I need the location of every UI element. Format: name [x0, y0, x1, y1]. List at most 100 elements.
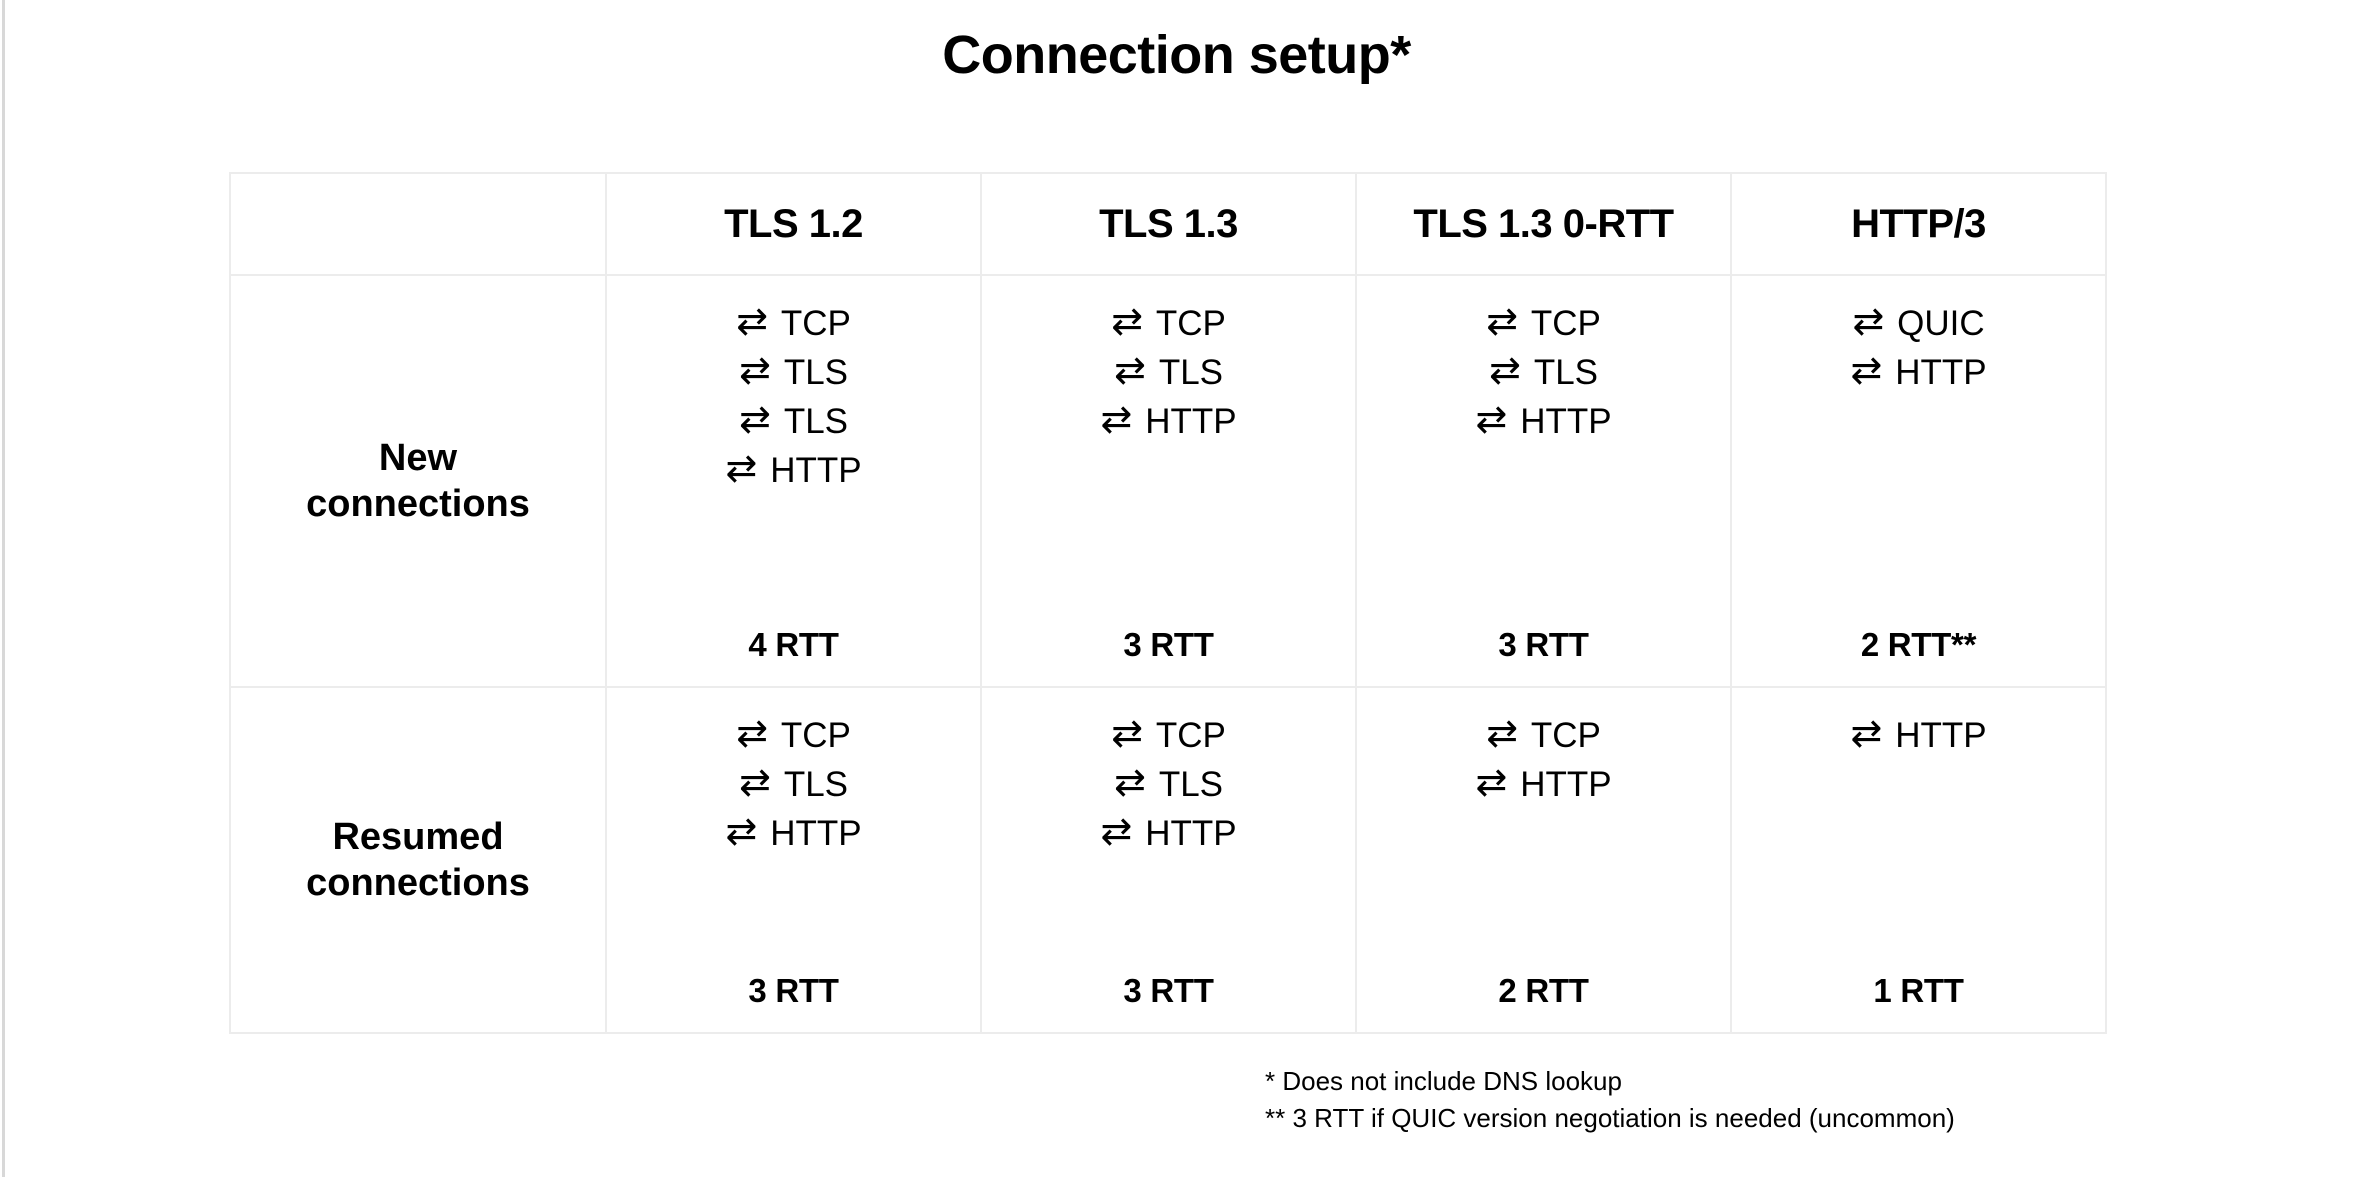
- column-header-tls13: TLS 1.3: [980, 172, 1357, 276]
- bidirectional-arrow-icon: ⇄: [1850, 348, 1883, 392]
- rtt-value: 3 RTT: [1123, 972, 1214, 1009]
- step-label: QUIC: [1897, 303, 1985, 343]
- step-item: ⇄ TLS: [1488, 348, 1599, 392]
- column-header-tls13-0rtt: TLS 1.3 0-RTT: [1355, 172, 1732, 276]
- bidirectional-arrow-icon: ⇄: [1111, 711, 1143, 755]
- cell-new-tls13: ⇄ TCP ⇄ TLS ⇄ HTTP 3: [980, 274, 1357, 688]
- step-list: ⇄ TCP ⇄ HTTP: [1475, 711, 1612, 804]
- connection-setup-table: TLS 1.2 TLS 1.3 TLS 1.3 0-RTT HTTP/3 New…: [229, 172, 2107, 1034]
- footnotes: * Does not include DNS lookup ** 3 RTT i…: [1265, 1063, 1955, 1137]
- step-item: ⇄ TCP: [736, 299, 851, 343]
- step-label: TLS: [783, 352, 849, 392]
- step-item: ⇄ TLS: [1113, 348, 1224, 392]
- rtt-value: 4 RTT: [748, 626, 839, 663]
- step-label: HTTP: [1895, 352, 1987, 392]
- step-item: ⇄ TLS: [738, 348, 849, 392]
- cell-resumed-tls13-0rtt: ⇄ TCP ⇄ HTTP 2 RTT: [1355, 686, 1732, 1034]
- step-list: ⇄ TCP ⇄ TLS ⇄ HTTP: [725, 711, 862, 853]
- step-item: ⇄ HTTP: [725, 809, 862, 853]
- bidirectional-arrow-icon: ⇄: [1111, 299, 1143, 343]
- step-label: HTTP: [1145, 813, 1237, 853]
- footnote-dns-lookup: * Does not include DNS lookup: [1265, 1066, 1622, 1096]
- step-label: HTTP: [1520, 401, 1612, 441]
- cell-new-tls13-0rtt: ⇄ TCP ⇄ TLS ⇄ HTTP 3: [1355, 274, 1732, 688]
- row-label-line2: connections: [306, 483, 530, 525]
- step-label: HTTP: [1145, 401, 1237, 441]
- rtt-value: 2 RTT: [1498, 972, 1589, 1009]
- bidirectional-arrow-icon: ⇄: [738, 348, 771, 392]
- step-label: TCP: [780, 715, 851, 755]
- rtt-value: 1 RTT: [1873, 972, 1964, 1009]
- step-item: ⇄ HTTP: [1100, 809, 1237, 853]
- step-label: TLS: [1533, 352, 1599, 392]
- step-item: ⇄ HTTP: [1475, 397, 1612, 441]
- step-label: TCP: [1155, 715, 1226, 755]
- step-list: ⇄ TCP ⇄ TLS ⇄ HTTP: [1100, 299, 1237, 441]
- step-list: ⇄ TCP ⇄ TLS ⇄ HTTP: [1100, 711, 1237, 853]
- step-item: ⇄ TCP: [1111, 299, 1226, 343]
- step-label: TLS: [1158, 764, 1224, 804]
- step-item: ⇄ TCP: [736, 711, 851, 755]
- cell-resumed-tls12: ⇄ TCP ⇄ TLS ⇄ HTTP 3: [605, 686, 982, 1034]
- bidirectional-arrow-icon: ⇄: [1113, 348, 1146, 392]
- page-edge-rule: [2, 0, 5, 1177]
- rtt-value: 2 RTT**: [1860, 626, 1977, 663]
- step-label: TCP: [1530, 303, 1601, 343]
- step-list: ⇄ HTTP: [1850, 711, 1986, 755]
- table-row-resumed-connections: Resumed connections ⇄ TCP ⇄ TLS: [229, 686, 2107, 1034]
- step-item: ⇄ TLS: [738, 760, 848, 804]
- bidirectional-arrow-icon: ⇄: [736, 711, 768, 755]
- table-header-row: TLS 1.2 TLS 1.3 TLS 1.3 0-RTT HTTP/3: [229, 172, 2107, 276]
- page-title: Connection setup*: [942, 25, 1411, 85]
- row-label-line1: New: [378, 436, 458, 479]
- bidirectional-arrow-icon: ⇄: [738, 397, 771, 441]
- row-label-line1: Resumed: [332, 815, 504, 858]
- bidirectional-arrow-icon: ⇄: [1852, 299, 1885, 343]
- bidirectional-arrow-icon: ⇄: [725, 809, 758, 853]
- bidirectional-arrow-icon: ⇄: [1486, 711, 1518, 755]
- bidirectional-arrow-icon: ⇄: [1850, 711, 1883, 755]
- bidirectional-arrow-icon: ⇄: [1488, 348, 1521, 392]
- column-header-tls12: TLS 1.2: [605, 172, 982, 276]
- step-label: TCP: [1530, 715, 1601, 755]
- step-item: ⇄ TCP: [1486, 711, 1601, 755]
- step-label: HTTP: [770, 450, 862, 490]
- rtt-value: 3 RTT: [748, 972, 839, 1009]
- table-row-new-connections: New connections ⇄ TCP ⇄ TLS: [229, 274, 2107, 688]
- row-label-resumed-connections: Resumed connections: [229, 686, 607, 1034]
- bidirectional-arrow-icon: ⇄: [1100, 397, 1133, 441]
- bidirectional-arrow-icon: ⇄: [1475, 397, 1508, 441]
- step-list: ⇄ TCP ⇄ TLS ⇄ TLS: [725, 299, 862, 490]
- bidirectional-arrow-icon: ⇄: [1475, 760, 1508, 804]
- rtt-value: 3 RTT: [1498, 626, 1589, 663]
- footnote-quic-version-negotiation: ** 3 RTT if QUIC version negotiation is …: [1265, 1102, 1955, 1133]
- bidirectional-arrow-icon: ⇄: [1486, 299, 1518, 343]
- cell-new-tls12: ⇄ TCP ⇄ TLS ⇄ TLS: [605, 274, 982, 688]
- step-label: HTTP: [1520, 764, 1612, 804]
- bidirectional-arrow-icon: ⇄: [736, 299, 768, 343]
- step-label: TCP: [1155, 303, 1226, 343]
- step-item: ⇄ QUIC: [1852, 299, 1985, 343]
- step-item: ⇄ HTTP: [1475, 760, 1612, 804]
- cell-resumed-tls13: ⇄ TCP ⇄ TLS ⇄ HTTP 3: [980, 686, 1357, 1034]
- step-item: ⇄ TCP: [1111, 711, 1226, 755]
- step-list: ⇄ QUIC ⇄ HTTP: [1850, 299, 1987, 392]
- bidirectional-arrow-icon: ⇄: [1100, 809, 1133, 853]
- step-item: ⇄ TLS: [738, 397, 849, 441]
- rtt-value: 3 RTT: [1123, 626, 1214, 663]
- step-item: ⇄ HTTP: [725, 446, 862, 490]
- step-label: HTTP: [770, 813, 862, 853]
- step-label: TCP: [780, 303, 851, 343]
- step-item: ⇄ HTTP: [1850, 711, 1986, 755]
- step-item: ⇄ TCP: [1486, 299, 1601, 343]
- bidirectional-arrow-icon: ⇄: [725, 446, 758, 490]
- step-item: ⇄ TLS: [1113, 760, 1224, 804]
- cell-resumed-http3: ⇄ HTTP 1 RTT: [1730, 686, 2107, 1034]
- bidirectional-arrow-icon: ⇄: [1113, 760, 1146, 804]
- step-label: TLS: [783, 401, 849, 441]
- row-label-new-connections: New connections: [229, 274, 607, 688]
- column-header-http3: HTTP/3: [1730, 172, 2107, 276]
- step-label: TLS: [1158, 352, 1224, 392]
- bidirectional-arrow-icon: ⇄: [738, 760, 771, 804]
